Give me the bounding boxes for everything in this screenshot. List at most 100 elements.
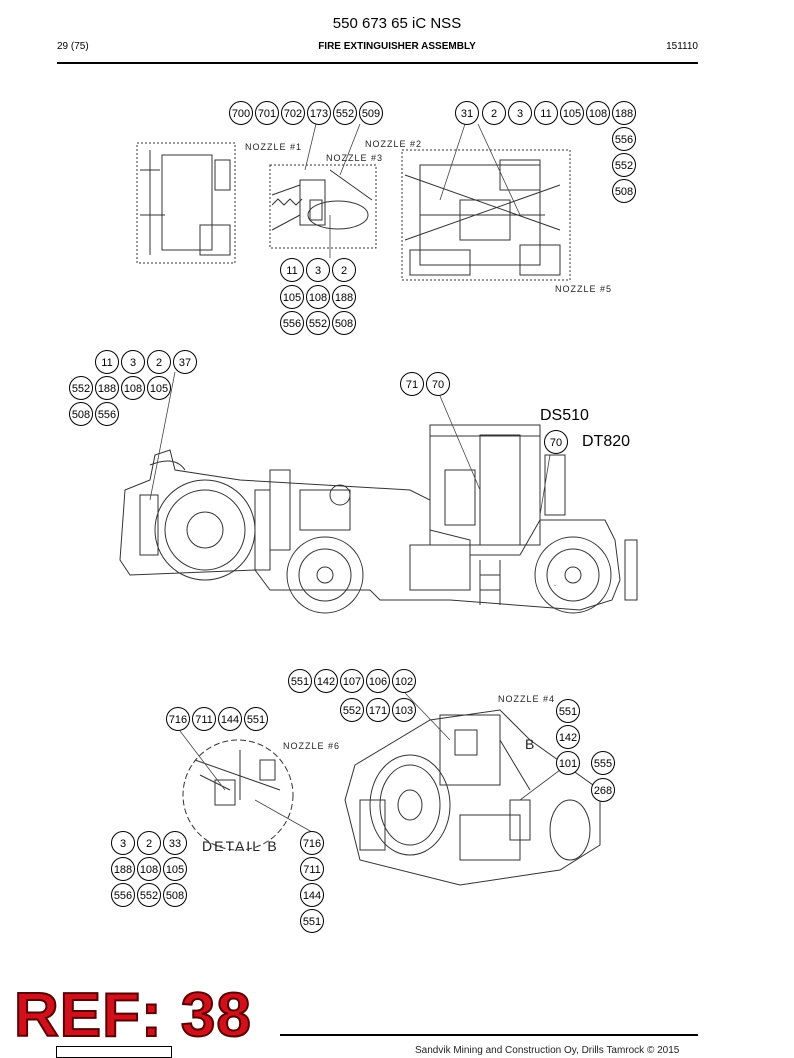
footer-rule <box>280 1034 698 1036</box>
balloon-label: 105 <box>563 108 581 120</box>
balloon-group-cab: 71 70 70 <box>400 372 568 454</box>
balloon-label: 105 <box>150 383 168 395</box>
nozzle-6-label: NOZZLE #6 <box>283 741 341 751</box>
company-logo-box <box>56 1046 172 1058</box>
balloon-label: 556 <box>615 134 633 146</box>
balloon-group-bottom: 551 142 107 106 102 552 171 103 <box>288 669 416 722</box>
balloon-label: 509 <box>362 108 380 120</box>
balloon-label: 551 <box>291 676 309 688</box>
balloon-col-right: 551 142 101 555 268 <box>556 699 615 802</box>
header-rule <box>57 62 698 64</box>
balloon-label: 108 <box>589 108 607 120</box>
balloon-label: 11 <box>286 265 297 277</box>
balloon-label: 144 <box>303 890 321 902</box>
leader-lines <box>149 123 561 833</box>
balloon-row-top-right: 31 2 3 11 105 108 188 556 552 508 <box>455 101 636 203</box>
nozzle-5-label: NOZZLE #5 <box>555 284 613 294</box>
balloon-label: 173 <box>310 108 328 120</box>
balloon-label: 711 <box>303 864 321 876</box>
balloon-group-nozzle: 11 3 2 105 108 188 556 552 508 <box>280 258 356 335</box>
balloon-label: 144 <box>221 714 239 726</box>
balloon-label: 508 <box>335 318 353 330</box>
detail-b-label: DETAIL B <box>202 838 279 854</box>
balloon-label: 142 <box>317 676 335 688</box>
balloon-label: 552 <box>72 383 90 395</box>
balloon-label: 552 <box>615 160 633 172</box>
balloon-row-detail: 716 711 144 551 <box>166 707 268 731</box>
balloon-col-detail-right: 716 711 144 551 <box>300 831 324 933</box>
balloon-label: 105 <box>166 864 184 876</box>
balloon-label: 11 <box>540 108 551 120</box>
balloon-label: 108 <box>309 292 327 304</box>
balloon-label: 508 <box>166 890 184 902</box>
balloon-label: 556 <box>114 890 132 902</box>
document-number: 550 673 65 iC NSS <box>332 15 462 32</box>
balloon-label: 2 <box>341 265 347 277</box>
balloon-label: 101 <box>559 758 577 770</box>
balloon-label: 103 <box>395 705 413 717</box>
balloon-label: 188 <box>114 864 132 876</box>
vehicle-iso-view <box>344 709 601 886</box>
reference-stamp: REF: 38 <box>13 981 252 1050</box>
balloon-label: 70 <box>432 379 444 391</box>
detail-b-view <box>182 739 294 851</box>
balloon-label: 108 <box>124 383 142 395</box>
balloon-label: 188 <box>335 292 353 304</box>
balloon-label: 556 <box>283 318 301 330</box>
balloon-label: 552 <box>343 705 361 717</box>
balloon-group-detail-left: 3 2 33 188 108 105 556 552 508 <box>111 831 187 907</box>
section-title: FIRE EXTINGUISHER ASSEMBLY <box>318 41 476 52</box>
balloon-label: 2 <box>146 838 152 850</box>
balloon-label: 508 <box>615 186 633 198</box>
nozzle-1-label: NOZZLE #1 <box>245 142 303 152</box>
detail-b-marker: B <box>525 736 536 752</box>
ds510-label: DS510 <box>540 407 589 424</box>
document-code: 151110 <box>666 41 698 52</box>
balloon-row-top-left: 700 701 702 173 552 509 <box>229 101 383 125</box>
balloon-label: 31 <box>461 108 473 120</box>
balloon-label: 551 <box>247 714 265 726</box>
nozzle-2-label: NOZZLE #2 <box>365 139 423 149</box>
balloon-label: 551 <box>559 706 577 718</box>
balloon-label: 11 <box>101 357 112 369</box>
inset-view-chassis <box>401 149 571 281</box>
vehicle-side-view <box>119 424 638 614</box>
balloon-label: 701 <box>258 108 276 120</box>
balloon-label: 188 <box>98 383 116 395</box>
balloon-label: 551 <box>303 916 321 928</box>
balloon-label: 3 <box>120 838 126 850</box>
balloon-label: 37 <box>179 357 191 369</box>
balloon-label: 508 <box>72 409 90 421</box>
inset-view-nozzle <box>269 164 377 249</box>
balloon-label: 33 <box>169 838 181 850</box>
balloon-label: 108 <box>140 864 158 876</box>
balloon-label: 3 <box>130 357 136 369</box>
balloon-label: 716 <box>303 838 321 850</box>
nozzle-3-label: NOZZLE #3 <box>326 153 384 163</box>
balloon-label: 3 <box>315 265 321 277</box>
balloon-label: 3 <box>517 108 523 120</box>
balloon-label: 555 <box>594 758 612 770</box>
balloon-label: 716 <box>169 714 187 726</box>
balloon-label: 105 <box>283 292 301 304</box>
balloon-label: 142 <box>559 732 577 744</box>
footer-copyright: Sandvik Mining and Construction Oy, Dril… <box>415 1045 680 1056</box>
balloon-label: 711 <box>195 714 213 726</box>
balloon-label: 171 <box>369 705 387 717</box>
balloon-label: 102 <box>395 676 413 688</box>
balloon-label: 107 <box>343 676 361 688</box>
balloon-label: 552 <box>140 890 158 902</box>
dt820-label: DT820 <box>582 433 631 450</box>
balloon-label: 188 <box>615 108 633 120</box>
balloon-label: 552 <box>309 318 327 330</box>
balloon-label: 552 <box>336 108 354 120</box>
balloon-label: 71 <box>406 379 418 391</box>
balloon-label: 700 <box>232 108 250 120</box>
balloon-group-left: 11 3 2 37 552 188 108 105 508 556 <box>69 350 197 426</box>
balloon-label: 556 <box>98 409 116 421</box>
balloon-label: 702 <box>284 108 302 120</box>
balloon-label: 70 <box>550 437 562 449</box>
balloon-label: 2 <box>156 357 162 369</box>
page-number: 29 (75) <box>57 41 89 52</box>
